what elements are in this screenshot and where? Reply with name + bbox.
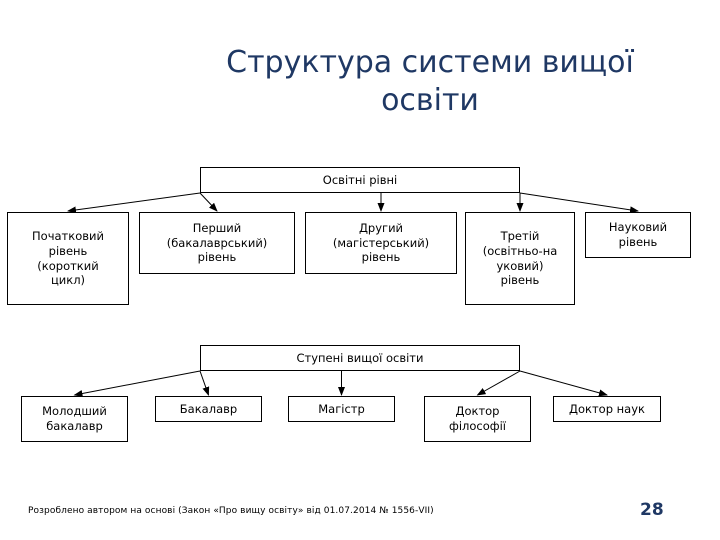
node-label: Бакалавр [179,401,238,416]
node-label: Магістр [318,401,365,416]
node-label: Третій (освітньо-на уковий) рівень [482,229,558,288]
group-header-higher-education-degrees[interactable]: Ступені вищої освіти [200,345,520,371]
node-level-second[interactable]: Другий (магістерський) рівень [305,212,457,274]
node-label: Другий (магістерський) рівень [332,220,430,265]
node-label: Доктор філософії [449,404,506,433]
connector-higher-education-degrees-to-degree-phd [476,370,521,396]
node-label: Перший (бакалаврський) рівень [166,220,268,265]
node-level-first[interactable]: Перший (бакалаврський) рівень [139,212,295,274]
node-degree-doctor-science[interactable]: Доктор наук [553,396,661,422]
connector-higher-education-degrees-to-degree-bachelor [199,370,210,396]
node-label: Початковий рівень (короткий цикл) [32,229,104,288]
node-degree-bachelor[interactable]: Бакалавр [155,396,262,422]
connector-educational-levels-to-level-first [199,192,218,212]
node-label: Науковий рівень [608,220,668,249]
footer-source-note: Розроблено автором на основі (Закон «Про… [28,506,434,516]
node-label: Доктор наук [569,401,645,416]
node-level-third[interactable]: Третій (освітньо-на уковий) рівень [465,212,575,305]
connector-higher-education-degrees-to-degree-junior-bachelor [73,370,201,397]
connector-higher-education-degrees-to-degree-doctor-science [519,370,608,397]
node-level-academic[interactable]: Науковий рівень [585,212,691,258]
group-header-educational-levels[interactable]: Освітні рівні [200,167,520,193]
node-degree-junior-bachelor[interactable]: Молодший бакалавр [21,396,128,442]
node-level-initial[interactable]: Початковий рівень (короткий цикл) [7,212,129,305]
node-label: Ступені вищої освіти [296,350,424,365]
page-title: Структура системи вищої освіти [226,45,634,119]
node-label: Молодший бакалавр [42,404,107,433]
connector-educational-levels-to-level-academic [519,192,639,214]
node-label: Освітні рівні [322,172,398,187]
node-degree-master[interactable]: Магістр [288,396,395,422]
node-degree-phd[interactable]: Доктор філософії [424,396,531,442]
connector-educational-levels-to-level-initial [67,192,201,214]
page-number: 28 [640,500,664,520]
